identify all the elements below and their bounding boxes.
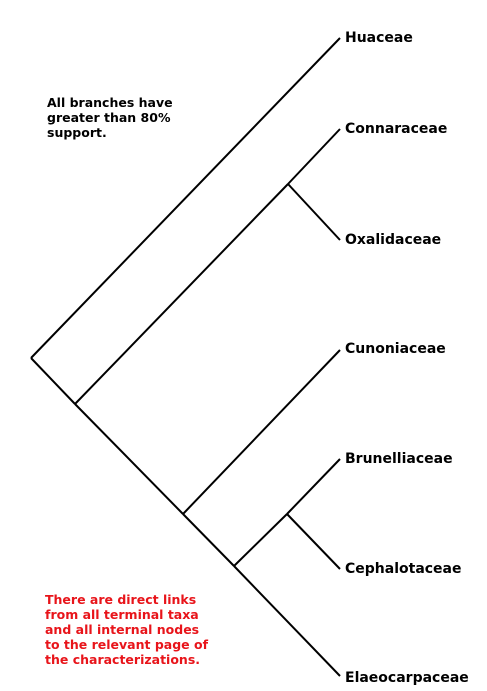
internal-node-brun-ceph[interactable] <box>280 507 294 521</box>
branch-elaeocarpaceae <box>233 565 341 677</box>
branch-root-huaceae <box>30 37 341 359</box>
taxon-link-cephalotaceae[interactable]: Cephalotaceae <box>345 561 462 577</box>
support-note: All branches have greater than 80% suppo… <box>47 95 173 140</box>
links-note: There are direct links from all terminal… <box>45 592 209 667</box>
taxon-link-huaceae[interactable]: Huaceae <box>345 30 413 46</box>
branch-cephalotaceae <box>286 513 341 570</box>
taxon-link-cunoniaceae[interactable]: Cunoniaceae <box>345 341 446 357</box>
branch-root-clade <box>30 357 76 405</box>
internal-node-clade2[interactable] <box>176 507 190 521</box>
internal-node-clade3[interactable] <box>227 559 241 573</box>
branch-clade2-clade3 <box>182 513 235 567</box>
branch-clade1-clade2 <box>74 403 184 515</box>
internal-node-connar-oxalid[interactable] <box>281 177 295 191</box>
branch-clade1-connar-oxalid <box>74 183 289 405</box>
taxon-link-oxalidaceae[interactable]: Oxalidaceae <box>345 232 442 248</box>
internal-node-root[interactable] <box>24 351 38 365</box>
branch-clade3-brun-ceph <box>233 513 288 567</box>
branch-oxalidaceae <box>287 183 341 241</box>
internal-node-clade1[interactable] <box>68 397 82 411</box>
taxon-link-brunelliaceae[interactable]: Brunelliaceae <box>345 451 453 467</box>
taxon-link-connaraceae[interactable]: Connaraceae <box>345 121 448 137</box>
branch-connaraceae <box>287 128 341 185</box>
branch-cunoniaceae <box>182 349 341 515</box>
taxon-link-elaeocarpaceae[interactable]: Elaeocarpaceae <box>345 670 469 686</box>
branch-brunelliaceae <box>286 458 341 515</box>
